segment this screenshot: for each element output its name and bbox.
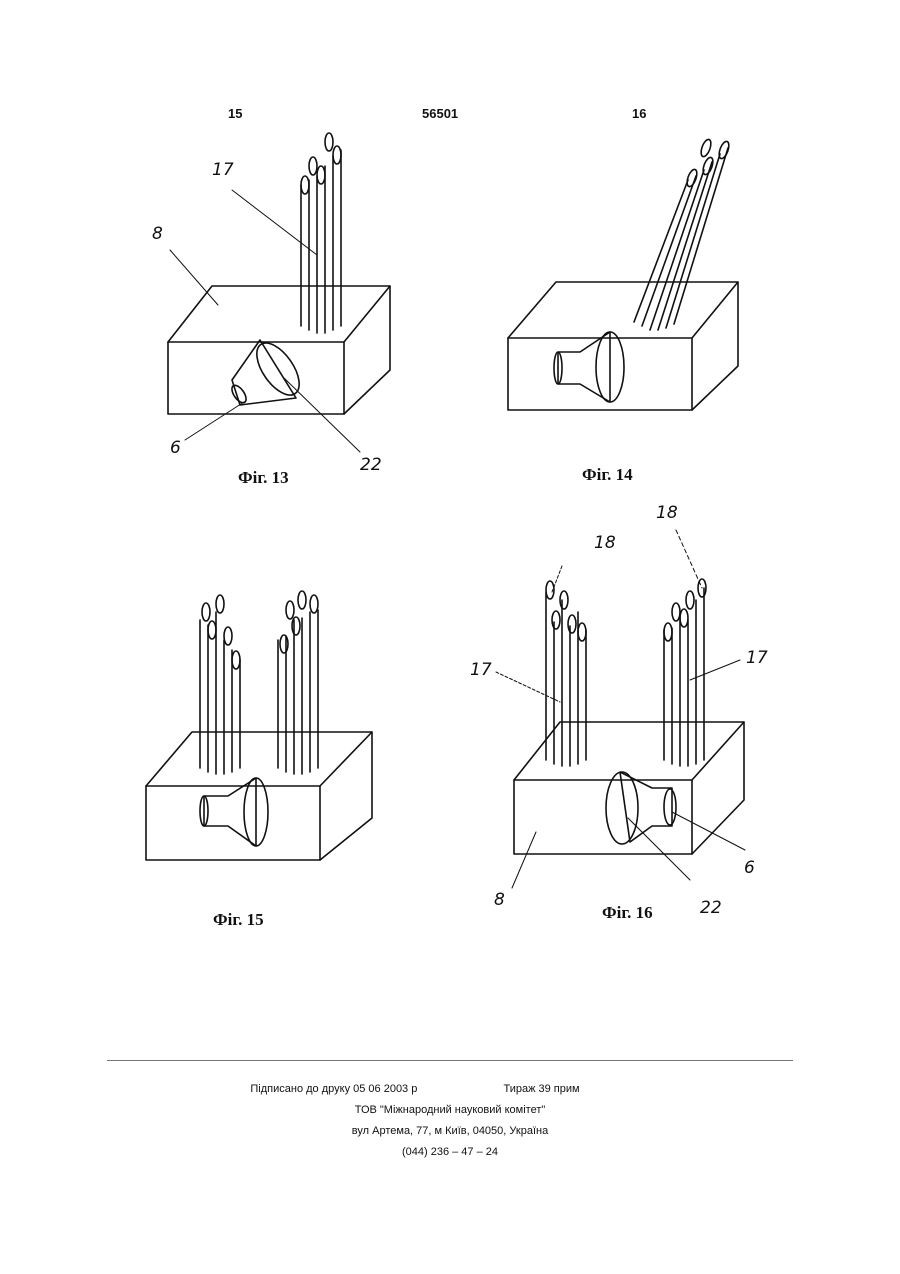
cone-nozzle <box>229 336 307 405</box>
circulation: Тираж 39 прим <box>503 1083 579 1095</box>
tube-bundle-right <box>664 579 706 766</box>
figure-15-caption: Фіг. 15 <box>213 910 264 930</box>
figure-15-drawing <box>146 591 372 860</box>
ref-label-22: 22 <box>700 898 722 918</box>
print-date: Підписано до друку 05 06 2003 р <box>250 1083 417 1095</box>
ref-label-18: 18 <box>594 533 616 553</box>
ref-label-6: 6 <box>744 858 755 878</box>
figure-14-drawing <box>508 138 738 410</box>
figure-13-caption: Фіг. 13 <box>238 468 289 488</box>
ref-label-17: 17 <box>470 660 492 680</box>
ref-label-17: 17 <box>746 648 768 668</box>
tube-bundle-right <box>278 591 318 774</box>
ref-label-18: 18 <box>656 503 678 523</box>
tube-bundle <box>634 138 731 330</box>
ref-label-17: 17 <box>212 160 234 180</box>
tube-bundle-left <box>200 595 240 774</box>
cone-nozzle <box>606 772 676 844</box>
figure-16-drawing <box>496 530 745 888</box>
ref-label-22: 22 <box>360 455 382 475</box>
cone-nozzle <box>554 332 624 402</box>
figure-16-caption: Фіг. 16 <box>602 903 653 923</box>
publisher: ТОВ "Міжнародний науковий комітет" <box>0 1104 900 1116</box>
figure-13-drawing <box>168 133 390 452</box>
tube-bundle <box>301 133 341 333</box>
figure-14-caption: Фіг. 14 <box>582 465 633 485</box>
cone-nozzle <box>200 778 268 846</box>
address: вул Артема, 77, м Київ, 04050, Україна <box>0 1125 900 1137</box>
footer-signed-line: Підписано до друку 05 06 2003 р Тираж 39… <box>0 1083 900 1095</box>
ref-label-8: 8 <box>494 890 505 910</box>
ref-label-6: 6 <box>170 438 181 458</box>
footer-divider <box>107 1060 793 1061</box>
phone: (044) 236 – 47 – 24 <box>0 1146 900 1158</box>
tube-bundle-left <box>546 581 586 766</box>
ref-label-8: 8 <box>152 224 163 244</box>
